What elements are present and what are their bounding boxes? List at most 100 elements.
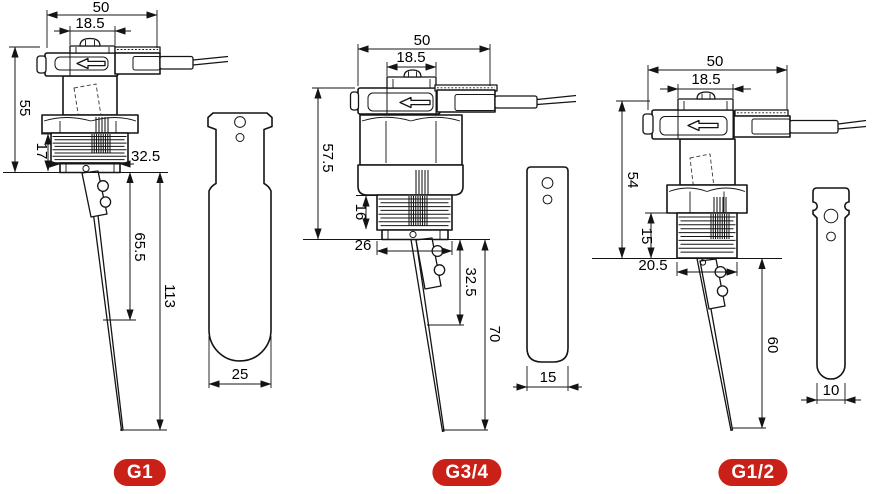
gland-knurl-strip [734,109,789,117]
blade-hole [234,116,246,128]
dim-paddle-total: 70 [486,326,503,343]
switch-stem [62,75,118,116]
arm-bracket [81,170,108,218]
thread-lines [378,198,451,227]
lead-wires [192,55,229,66]
dim-thread-length: 15 [638,228,655,245]
collar [357,164,464,196]
flange-ticks [65,163,115,173]
blade-hole [823,208,839,224]
dim-top-width: 50 [93,0,110,16]
switch-window [367,92,434,112]
thread-size-badge-g1: G1 [113,459,167,486]
switch-window [659,116,728,136]
dim-paddle-mid: 32.5 [462,267,479,296]
bracket-bump [433,264,446,276]
cable-sleeve [494,95,538,109]
top-cap-plate [386,76,437,89]
flow-direction-arrow-icon [399,96,431,109]
cable-sleeve [159,55,194,70]
cable-sleeve [789,119,839,134]
bracket-bump [716,285,729,297]
blade-outline [207,112,273,362]
dim-paddle-total: 113 [161,284,178,308]
cable-gland [436,89,496,113]
drawing-g3-4: 50 18.5 57.5 16 26 32.5 70 15 [303,32,582,433]
dim-thread-length: 17 [33,143,50,160]
spring-coil-upper [95,117,109,133]
flange-ticks [387,230,441,240]
cap-plate-slots [683,101,728,110]
hex-facets [689,191,725,213]
thread-lines [678,216,736,253]
cap-plate-slots [392,79,431,88]
adjust-screw-dome [79,37,101,47]
hex-chamfer [43,117,137,122]
ext-lines [676,262,738,276]
thread-section [50,132,129,164]
switch-stem [679,138,736,186]
cap-plate-slots [75,47,110,53]
head-end-cap [642,113,654,135]
dim-thread-diameter: 20.5 [638,257,667,274]
lead-wires [536,94,577,106]
lead-wires [837,119,867,130]
dim-top-width: 50 [707,53,724,70]
screw-slots [85,40,95,46]
blade-hole [826,231,836,242]
hex-body [359,114,463,166]
pivot-hole [699,259,707,266]
hex-chamfer [361,116,461,122]
flange [381,229,449,241]
blade-outline [526,166,569,363]
ext-lines [306,87,355,240]
blade-hole [235,133,245,142]
thread-section [376,194,453,231]
thread-lines [52,136,127,161]
thread-size-badge-g1-2: G1/2 [718,459,788,486]
dim-paddle-mid: 65.5 [131,232,148,261]
ext-lines [208,336,272,388]
hex-nut [666,184,748,214]
adjust-screw-dome [696,91,716,100]
dim-body-height: 55 [16,100,33,117]
cap-side-lines [677,110,734,139]
flow-direction-arrow-icon [687,119,719,132]
cap-side-lines [386,88,437,114]
spring-coil [91,134,111,153]
hex-facets [385,121,437,163]
dim-body-height: 54 [624,172,641,189]
bracket-bump [97,180,109,192]
dim-cap-width: 18.5 [396,49,425,66]
top-cap-plate [677,98,734,111]
thread-size-badge-g3-4: G3/4 [432,459,502,486]
hex-facets [59,121,117,133]
head-end-cap [36,55,47,74]
switch-window [54,56,109,71]
dim-cap-width: 18.5 [75,15,104,32]
dim-top-width: 50 [414,32,431,49]
ext-lines [386,62,437,76]
ext-lines [46,10,158,48]
blade-hole [541,177,554,189]
screw-slots [701,93,711,99]
dim-thread-length: 16 [352,204,369,221]
paddle-blade-g1-2: 10 [801,187,861,404]
dim-thread-diameter: 32.5 [131,148,160,165]
spring-coil-upper [713,197,727,212]
dim-paddle-total: 60 [764,337,781,354]
flow-direction-arrow-icon [76,57,106,70]
dim-blade-width: 10 [823,382,840,399]
spring-coil [710,214,730,239]
ext-lines [69,26,116,45]
drawing-g1: 50 18.5 55 17 32.5 65.5 113 25 [3,0,273,432]
pivot-hole [82,164,90,173]
gland-knurl-strip [114,46,161,54]
paddle-blade-g1: 25 [207,112,273,388]
head-end-cap [349,91,360,111]
screw-slots [408,71,417,77]
top-cap-plate [69,45,116,54]
ext-lines [357,44,491,86]
